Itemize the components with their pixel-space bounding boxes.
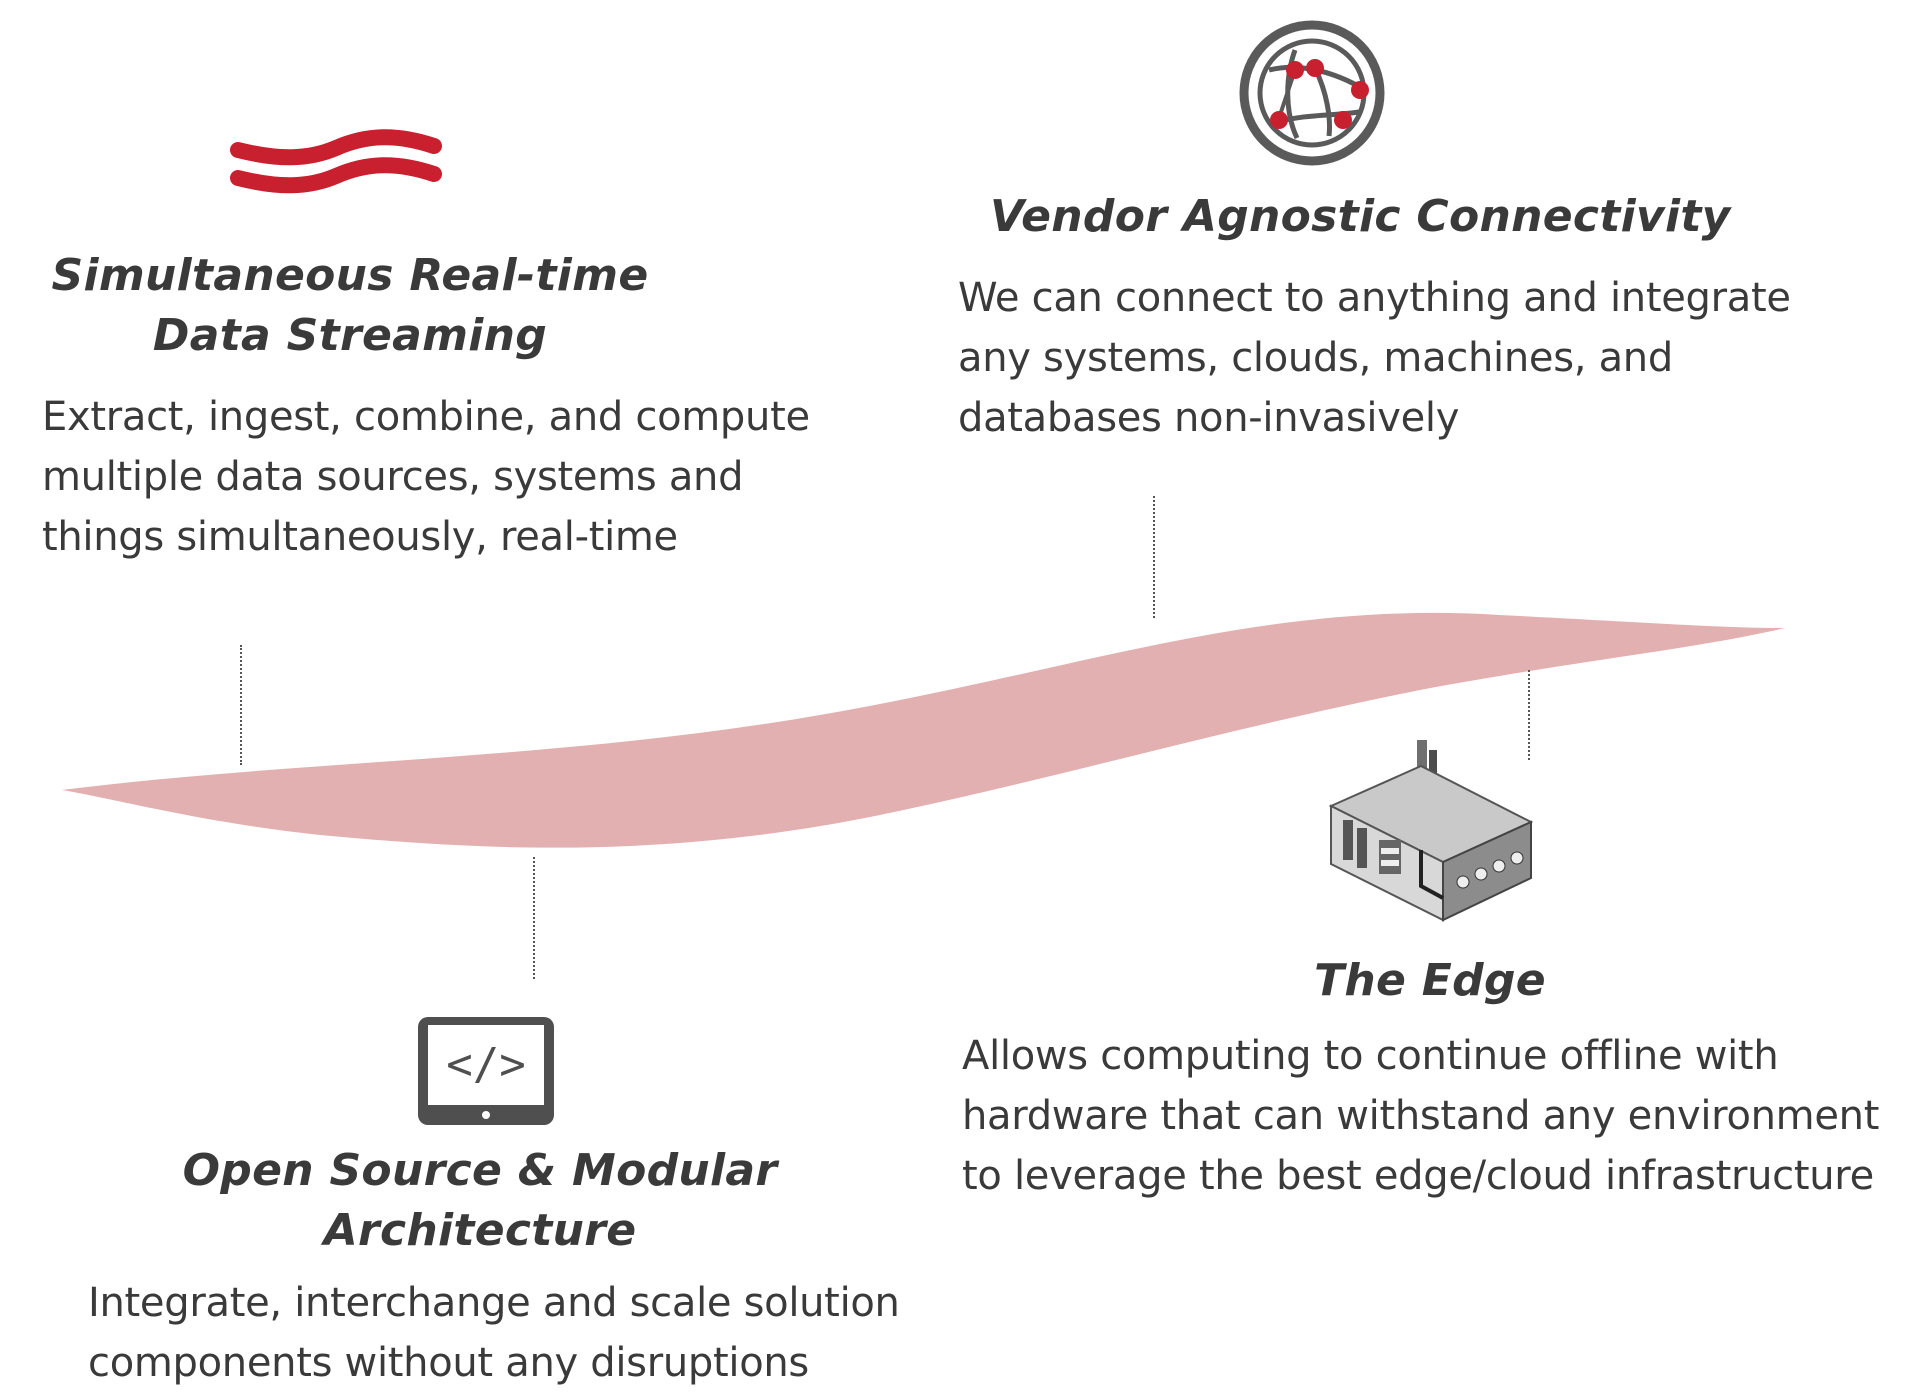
open-source-desc-line: Integrate, interchange and scale solutio… (88, 1280, 900, 1326)
vendor-desc-line: We can connect to anything and integrate (958, 275, 1791, 321)
code-tablet-icon: </> (418, 1017, 554, 1125)
streaming-description: Extract, ingest, combine, and compute mu… (42, 387, 810, 567)
edge-desc-line: Allows computing to continue offline wit… (962, 1033, 1779, 1079)
vendor-description: We can connect to anything and integrate… (958, 268, 1791, 448)
edge-desc-line: to leverage the best edge/cloud infrastr… (962, 1153, 1874, 1199)
open-source-description: Integrate, interchange and scale solutio… (88, 1273, 900, 1393)
code-glyph: </> (446, 1039, 525, 1090)
open-source-title-line: Architecture (323, 1205, 637, 1256)
streaming-desc-line: things simultaneously, real-time (42, 514, 678, 560)
streaming-title-line: Simultaneous Real-time (51, 250, 649, 301)
streaming-desc-line: multiple data sources, systems and (42, 454, 744, 500)
open-source-desc-line: components without any disruptions (88, 1340, 809, 1386)
vendor-desc-line: databases non-invasively (958, 395, 1460, 441)
streaming-title-line: Data Streaming (152, 310, 548, 361)
edge-connector-line (1528, 670, 1530, 760)
edge-desc-line: hardware that can withstand any environm… (962, 1093, 1880, 1139)
open-source-title-line: Open Source & Modular (182, 1145, 778, 1196)
vendor-desc-line: any systems, clouds, machines, and (958, 335, 1673, 381)
open-source-connector-line (533, 857, 535, 979)
vendor-title-line: Vendor Agnostic Connectivity (990, 191, 1731, 242)
streaming-title: Simultaneous Real-time Data Streaming (50, 246, 650, 366)
edge-title: The Edge (1280, 951, 1580, 1011)
edge-description: Allows computing to continue offline wit… (962, 1026, 1879, 1206)
globe-network-icon (1239, 20, 1385, 166)
factory-icon (1328, 740, 1534, 922)
vendor-title: Vendor Agnostic Connectivity (990, 187, 1731, 247)
streaming-connector-line (240, 645, 242, 765)
streaming-desc-line: Extract, ingest, combine, and compute (42, 394, 810, 440)
wave-band-shape (62, 612, 1785, 848)
edge-title-line: The Edge (1314, 955, 1546, 1006)
vendor-connector-line (1153, 496, 1155, 618)
open-source-title: Open Source & Modular Architecture (150, 1141, 810, 1261)
stream-waves-icon (230, 129, 442, 194)
